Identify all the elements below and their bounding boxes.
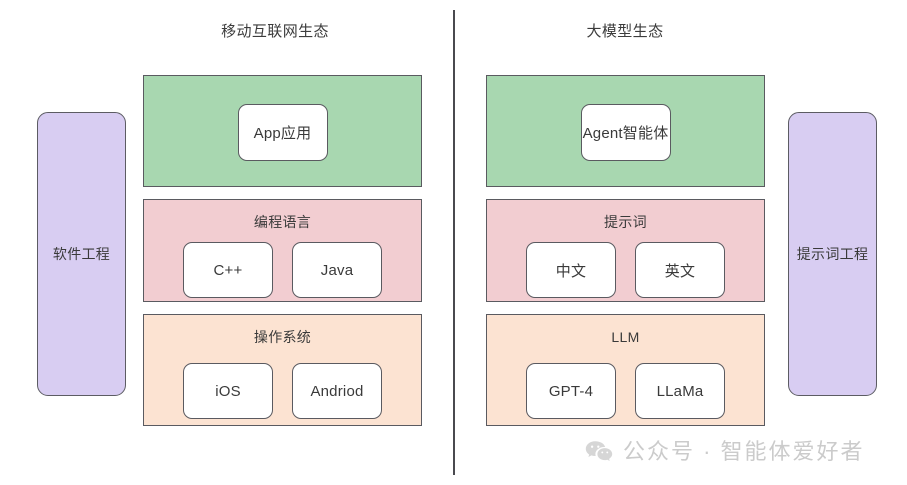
node-app[interactable]: App应用 — [237, 104, 328, 161]
node-row-agent: Agent智能体 — [487, 104, 764, 161]
watermark-text: 公众号 · 智能体爱好者 — [623, 439, 865, 464]
node-row-operating-system: iOS Andriod — [144, 363, 421, 419]
pillar-software-engineering: 软件工程 — [37, 112, 126, 396]
node-english[interactable]: 英文 — [635, 242, 725, 298]
node-agent[interactable]: Agent智能体 — [580, 104, 671, 161]
node-cpp[interactable]: C++ — [183, 242, 273, 298]
section-title-large-model: 大模型生态 — [586, 23, 664, 40]
node-chinese[interactable]: 中文 — [526, 242, 616, 298]
node-row-prompt: 中文 英文 — [487, 242, 764, 298]
section-title-mobile-internet: 移动互联网生态 — [221, 23, 329, 40]
node-java[interactable]: Java — [292, 242, 382, 298]
layer-prompt: 提示词 中文 英文 — [486, 199, 765, 302]
layer-title-prompt: 提示词 — [604, 214, 647, 230]
layer-title-llm: LLM — [611, 329, 640, 345]
node-gpt4[interactable]: GPT-4 — [526, 363, 616, 419]
stack-large-model: Agent智能体 提示词 中文 英文 LLM GPT-4 LLaMa — [486, 75, 765, 426]
node-android[interactable]: Andriod — [292, 363, 382, 419]
node-row-programming-language: C++ Java — [144, 242, 421, 298]
layer-agent: Agent智能体 — [486, 75, 765, 187]
layer-llm: LLM GPT-4 LLaMa — [486, 314, 765, 426]
layer-title-operating-system: 操作系统 — [253, 329, 312, 345]
layer-app: App应用 — [143, 75, 422, 187]
layer-programming-language: 编程语言 C++ Java — [143, 199, 422, 302]
layer-title-programming-language: 编程语言 — [253, 214, 312, 230]
node-row-app: App应用 — [144, 104, 421, 161]
pillar-prompt-engineering: 提示词工程 — [788, 112, 877, 396]
center-divider — [453, 10, 455, 475]
pillar-label-software-engineering: 软件工程 — [52, 246, 111, 262]
node-llama[interactable]: LLaMa — [635, 363, 725, 419]
stack-mobile-internet: App应用 编程语言 C++ Java 操作系统 iOS Andriod — [143, 75, 422, 426]
pillar-label-prompt-engineering: 提示词工程 — [796, 246, 869, 262]
node-ios[interactable]: iOS — [183, 363, 273, 419]
node-row-llm: GPT-4 LLaMa — [487, 363, 764, 419]
layer-operating-system: 操作系统 iOS Andriod — [143, 314, 422, 426]
watermark: 公众号 · 智能体爱好者 — [585, 438, 865, 466]
wechat-icon — [585, 440, 613, 464]
